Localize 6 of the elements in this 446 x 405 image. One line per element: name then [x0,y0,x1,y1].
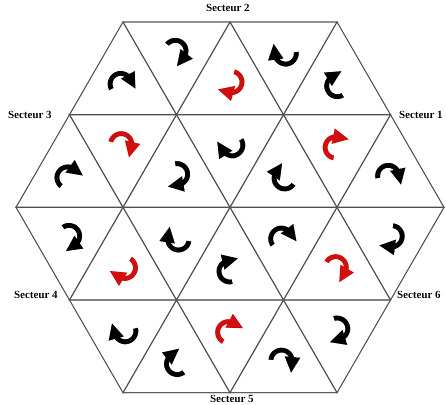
sector-label: Secteur 1 [399,109,442,121]
sector-label: Secteur 5 [210,393,254,405]
sector-label: Secteur 6 [397,289,440,301]
sector-label: Secteur 3 [8,109,52,121]
sector-label: Secteur 2 [206,2,250,14]
sector-label: Secteur 4 [14,289,58,301]
